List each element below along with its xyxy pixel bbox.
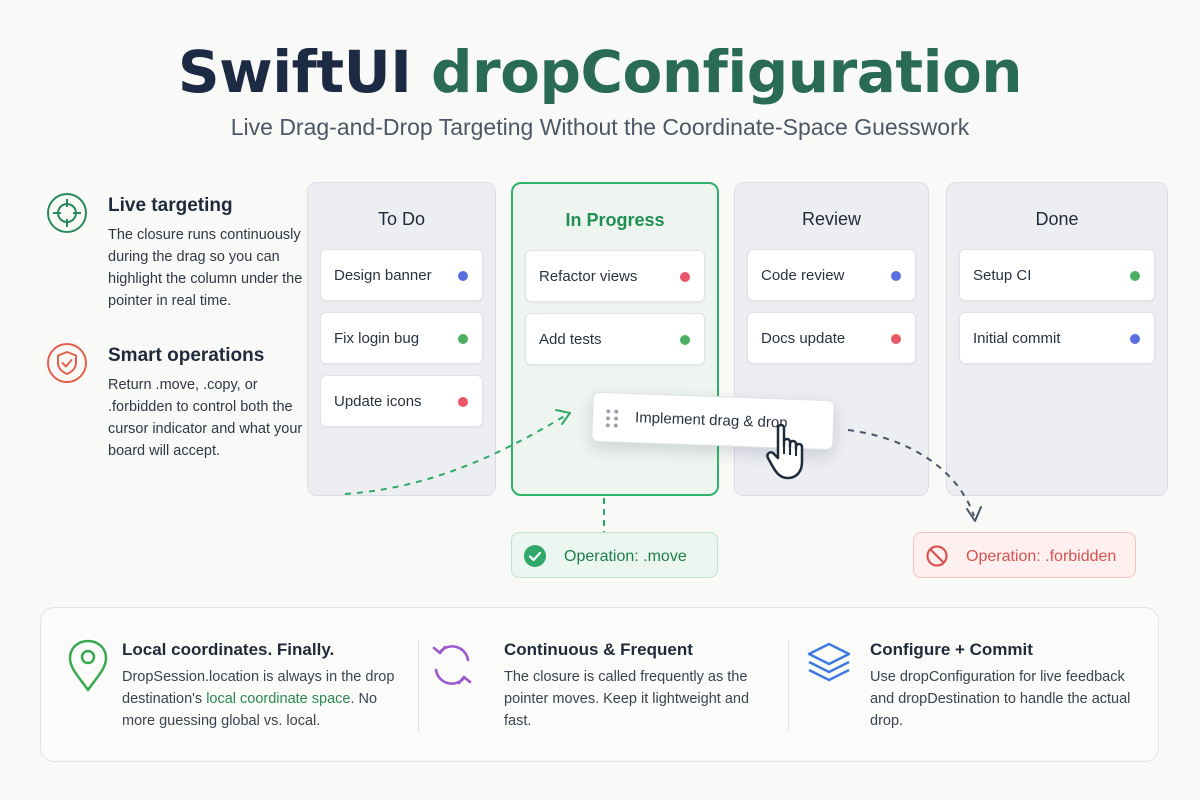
column-done[interactable]: Done Setup CI Initial commit — [946, 182, 1168, 496]
info-local-coordinates: Local coordinates. Finally. DropSession.… — [66, 638, 406, 738]
feature-heading: Live targeting — [108, 195, 233, 216]
task-card[interactable]: Add tests — [525, 313, 705, 365]
column-title: To Do — [377, 209, 426, 229]
column-in-progress[interactable]: In Progress Refactor views Add tests — [511, 182, 719, 496]
task-card-label: Update icons — [334, 393, 422, 410]
layers-icon — [807, 642, 851, 682]
check-circle-icon — [524, 545, 546, 567]
info-body: DropSession.location is always in the dr… — [122, 666, 412, 732]
status-dot — [891, 271, 901, 281]
task-card-label: Design banner — [334, 267, 432, 284]
feature-body: The closure runs continuously during the… — [108, 227, 303, 309]
location-pin-icon — [68, 639, 108, 692]
info-body: The closure is called frequently as the … — [504, 669, 750, 729]
info-body-text: . No more guessing global vs. local. — [122, 691, 378, 729]
column-title: Review — [801, 209, 862, 229]
forbidden-path-arrowhead — [966, 506, 982, 522]
status-dot — [1130, 334, 1140, 344]
status-dot — [680, 272, 690, 282]
task-card[interactable]: Docs update — [747, 312, 916, 364]
operation-forbidden-label: Operation: .forbidden — [966, 548, 1117, 565]
column-title: In Progress — [565, 210, 665, 230]
feature-body: Return .move, .copy, or .forbidden to co… — [108, 377, 303, 459]
page-title: SwiftUI dropConfiguration — [0, 38, 1200, 106]
task-card[interactable]: Refactor views — [525, 250, 705, 302]
task-card-label: Add tests — [539, 331, 602, 348]
column-title: Done — [1035, 209, 1079, 229]
status-dot — [680, 335, 690, 345]
task-card-label: Code review — [761, 267, 845, 284]
divider — [418, 640, 419, 732]
task-card-label: Fix login bug — [334, 330, 420, 347]
info-body: Use dropConfiguration for live feedback … — [870, 669, 1131, 729]
dragging-card-label: Implement drag & drop — [634, 409, 788, 432]
refresh-cycle-icon — [432, 645, 472, 685]
task-card[interactable]: Code review — [747, 249, 916, 301]
task-card-label: Docs update — [761, 330, 846, 347]
status-dot — [891, 334, 901, 344]
title-part-2: dropConfiguration — [430, 38, 1023, 106]
column-to-do[interactable]: To Do Design banner Fix login bug Update… — [307, 182, 496, 496]
title-part-1: SwiftUI — [177, 38, 412, 106]
task-card-label: Setup CI — [973, 267, 1032, 284]
info-continuous: Continuous & Frequent The closure is cal… — [430, 638, 770, 738]
task-card[interactable]: Design banner — [320, 249, 483, 301]
prohibited-icon — [926, 545, 948, 567]
info-heading: Local coordinates. Finally. — [122, 640, 335, 659]
feature-live-targeting: Live targeting The closure runs continuo… — [46, 192, 306, 312]
hand-pointer-icon — [766, 423, 804, 480]
column-review[interactable]: Review Code review Docs update — [734, 182, 929, 496]
dragging-card[interactable]: Implement drag & drop — [591, 391, 835, 451]
target-icon — [47, 193, 87, 233]
task-card-label: Initial commit — [973, 330, 1061, 347]
operation-move-badge: Operation: .move — [511, 532, 718, 578]
task-card[interactable]: Fix login bug — [320, 312, 483, 364]
drag-handle-icon[interactable] — [605, 407, 620, 429]
status-dot — [1130, 271, 1140, 281]
operation-move-label: Operation: .move — [564, 548, 687, 565]
task-card[interactable]: Initial commit — [959, 312, 1155, 364]
task-card-label: Refactor views — [539, 268, 638, 285]
divider — [788, 640, 789, 732]
feature-smart-operations: Smart operations Return .move, .copy, or… — [46, 342, 306, 462]
info-body-highlight: local coordinate space — [206, 691, 351, 707]
status-dot — [458, 271, 468, 281]
operation-forbidden-badge: Operation: .forbidden — [913, 532, 1136, 578]
info-panel — [40, 607, 1159, 762]
page-subtitle: Live Drag-and-Drop Targeting Without the… — [230, 114, 970, 140]
task-card[interactable]: Setup CI — [959, 249, 1155, 301]
task-card[interactable]: Update icons — [320, 375, 483, 427]
status-dot — [458, 334, 468, 344]
info-body-text: DropSession.location is always in the dr… — [122, 669, 395, 707]
info-heading: Configure + Commit — [870, 640, 1033, 659]
status-dot — [458, 397, 468, 407]
info-heading: Continuous & Frequent — [504, 640, 693, 659]
shield-check-icon — [47, 343, 87, 383]
feature-heading: Smart operations — [108, 345, 265, 366]
info-configure-commit: Configure + Commit Use dropConfiguration… — [805, 638, 1145, 738]
